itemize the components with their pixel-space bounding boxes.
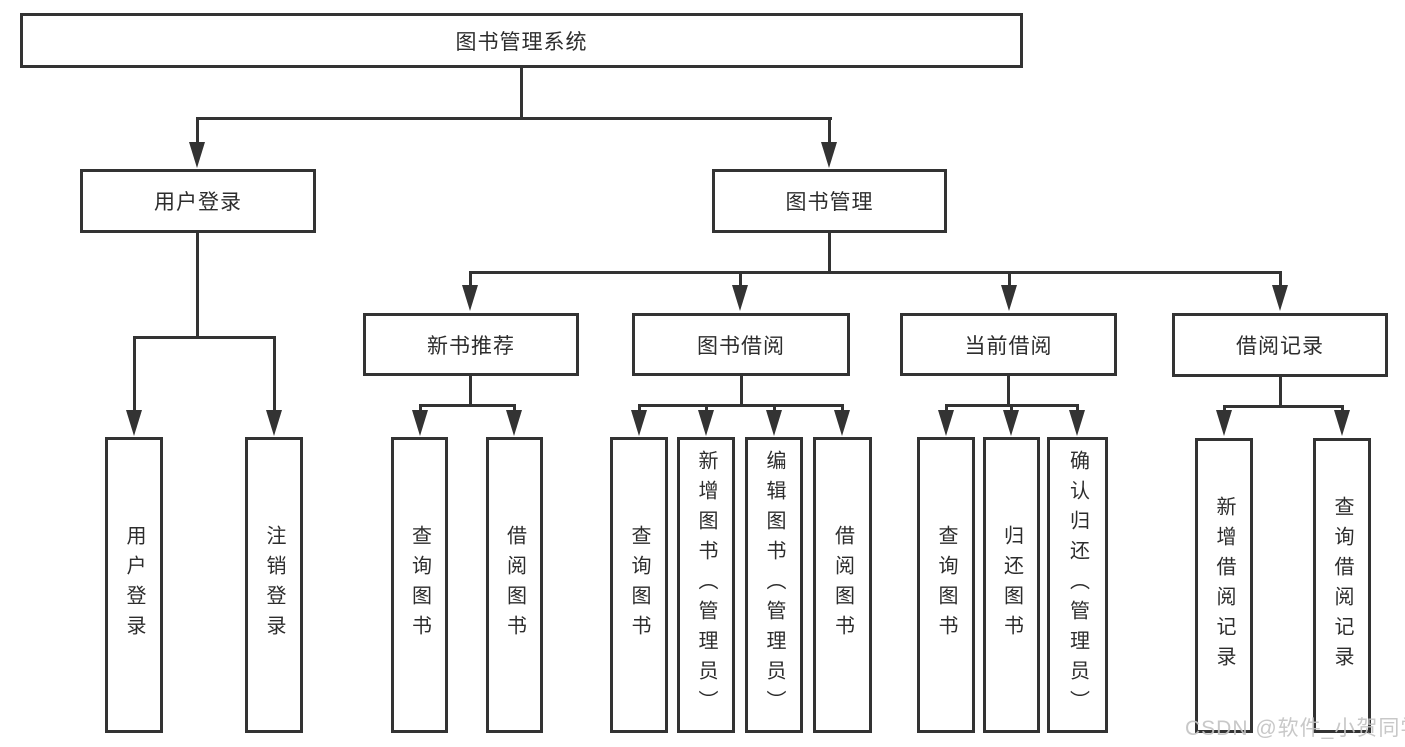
connector-line: [739, 271, 742, 289]
connector-line: [1223, 405, 1344, 408]
leaf-br-add-record: 新增借阅记录: [1195, 438, 1253, 733]
leaf-bb-borrow-books: 借阅图书: [813, 437, 872, 733]
leaf-br-query-record: 查询借阅记录: [1313, 438, 1371, 733]
connector-line: [273, 336, 276, 412]
arrowhead-icon: [462, 285, 478, 311]
arrowhead-icon: [766, 410, 782, 436]
leaf-bb-edit-books-admin: 编辑图书（管理员）: [745, 437, 803, 733]
arrowhead-icon: [1001, 285, 1017, 311]
arrowhead-icon: [1216, 410, 1232, 436]
arrowhead-icon: [938, 410, 954, 436]
connector-line: [1341, 405, 1344, 413]
arrowhead-icon: [1003, 410, 1019, 436]
connector-line: [196, 117, 832, 120]
connector-line: [740, 376, 743, 404]
connector-line: [841, 404, 844, 413]
node-book-borrowing: 图书借阅: [632, 313, 850, 376]
arrowhead-icon: [698, 410, 714, 436]
arrowhead-icon: [732, 285, 748, 311]
arrowhead-icon: [126, 410, 142, 436]
connector-line: [638, 404, 641, 413]
node-library-system: 图书管理系统: [20, 13, 1023, 68]
connector-line: [469, 271, 1282, 274]
arrowhead-icon: [1272, 285, 1288, 311]
connector-line: [945, 404, 948, 413]
connector-line: [513, 404, 516, 413]
leaf-bb-query-books: 查询图书: [610, 437, 668, 733]
arrowhead-icon: [506, 410, 522, 436]
connector-line: [196, 117, 199, 145]
connector-line: [773, 404, 776, 413]
leaf-cb-return-books: 归还图书: [983, 437, 1040, 733]
connector-line: [828, 233, 831, 271]
connector-line: [1076, 404, 1079, 413]
connector-line: [828, 117, 831, 145]
leaf-bb-add-books-admin: 新增图书（管理员）: [677, 437, 735, 733]
leaf-cb-query-books: 查询图书: [917, 437, 975, 733]
connector-line: [133, 336, 136, 412]
node-new-book-recommend: 新书推荐: [363, 313, 579, 376]
arrowhead-icon: [1069, 410, 1085, 436]
node-book-management: 图书管理: [712, 169, 947, 233]
connector-line: [705, 404, 708, 413]
leaf-cb-confirm-return-admin: 确认归还（管理员）: [1047, 437, 1108, 733]
connector-line: [196, 233, 199, 336]
arrowhead-icon: [189, 142, 205, 168]
leaf-user-login: 用户登录: [105, 437, 163, 733]
leaf-nb-borrow-books: 借阅图书: [486, 437, 543, 733]
connector-line: [419, 404, 516, 407]
csdn-watermark: CSDN @软件_小贺同学: [1185, 717, 1405, 740]
arrowhead-icon: [266, 410, 282, 436]
connector-line: [469, 271, 472, 289]
connector-line: [638, 404, 844, 407]
connector-line: [469, 376, 472, 404]
connector-line: [419, 404, 422, 413]
connector-line: [520, 68, 523, 117]
connector-line: [1007, 376, 1010, 404]
arrowhead-icon: [821, 142, 837, 168]
connector-line: [1279, 377, 1282, 405]
arrowhead-icon: [834, 410, 850, 436]
node-user-login: 用户登录: [80, 169, 316, 233]
leaf-nb-query-books: 查询图书: [391, 437, 448, 733]
connector-line: [1279, 271, 1282, 289]
arrowhead-icon: [1334, 410, 1350, 436]
node-current-borrowing: 当前借阅: [900, 313, 1117, 376]
node-borrowing-records: 借阅记录: [1172, 313, 1388, 377]
connector-line: [133, 336, 276, 339]
leaf-logout: 注销登录: [245, 437, 303, 733]
arrowhead-icon: [412, 410, 428, 436]
connector-line: [1223, 405, 1226, 413]
connector-line: [1008, 271, 1011, 289]
arrowhead-icon: [631, 410, 647, 436]
connector-line: [1010, 404, 1013, 413]
